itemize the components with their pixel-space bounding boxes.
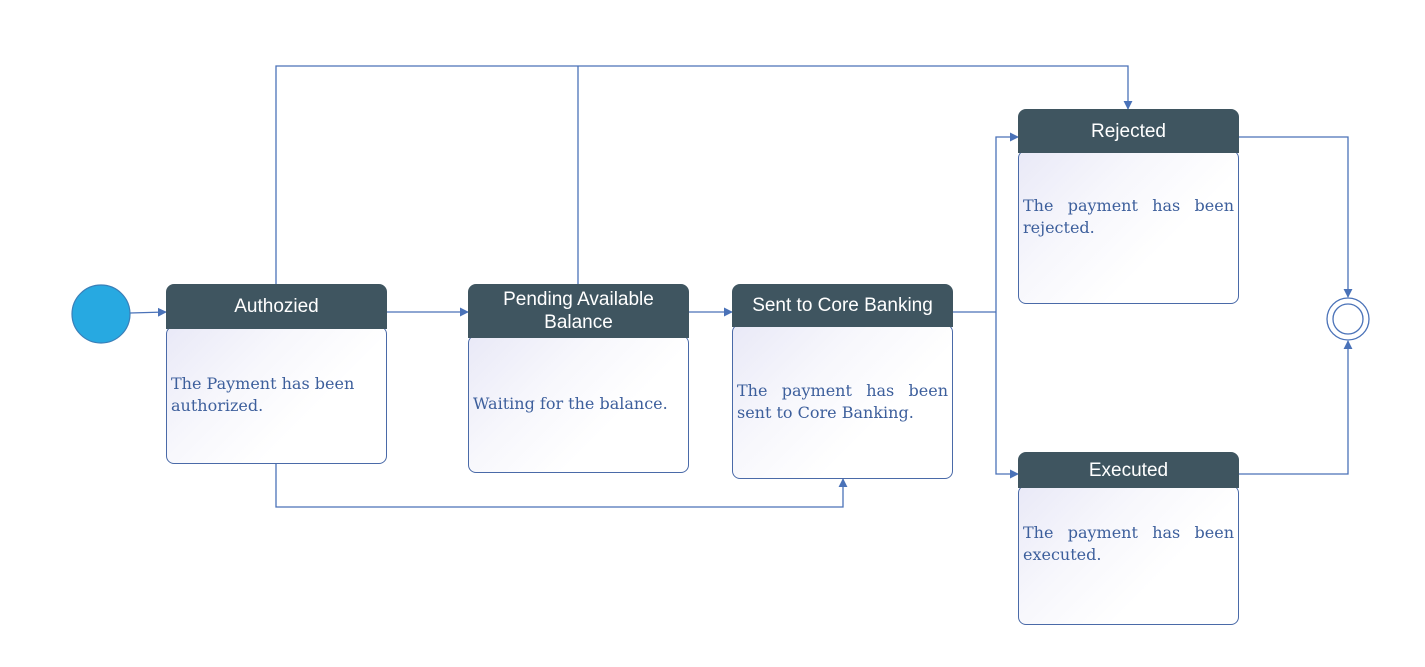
state-executed[interactable]: The payment has been executed. Executed — [1018, 452, 1239, 625]
state-pending-body: Waiting for the balance. — [468, 335, 689, 473]
transition-core-banking-to-rejected — [995, 132, 1019, 312]
transition-rejected-to-final — [1238, 136, 1353, 298]
state-executed-body: The payment has been executed. — [1018, 485, 1239, 625]
state-authorized[interactable]: The Payment has been authorized. Authozi… — [166, 284, 387, 464]
state-executed-header: Executed — [1018, 452, 1239, 488]
state-authorized-title: Authozied — [234, 296, 319, 317]
state-authorized-body: The Payment has been authorized. — [166, 326, 387, 464]
state-rejected-header: Rejected — [1018, 109, 1239, 153]
state-core-banking-body: The payment has been sent to Core Bankin… — [732, 324, 953, 479]
state-authorized-header: Authozied — [166, 284, 387, 329]
transition-executed-to-final — [1238, 340, 1353, 475]
transition-authorized-to-rejected — [275, 65, 1133, 284]
state-rejected[interactable]: The payment has been rejected. Rejected — [1018, 109, 1239, 304]
state-pending-title: Pending Available Balance — [503, 289, 654, 333]
state-executed-description: The payment has been executed. — [1023, 522, 1234, 564]
state-pending-header: Pending Available Balance — [468, 284, 689, 338]
state-rejected-title: Rejected — [1091, 120, 1166, 142]
final-node — [1326, 297, 1370, 341]
transition-authorized-to-core-banking — [275, 463, 848, 508]
state-rejected-body: The payment has been rejected. — [1018, 150, 1239, 304]
state-core-banking[interactable]: The payment has been sent to Core Bankin… — [732, 284, 953, 479]
state-pending-description: Waiting for the balance. — [473, 394, 668, 413]
state-executed-title: Executed — [1088, 459, 1169, 481]
state-authorized-description: The Payment has been authorized. — [171, 374, 355, 415]
state-pending[interactable]: Waiting for the balance. Pending Availab… — [468, 284, 689, 473]
state-rejected-description: The payment has been rejected. — [1023, 195, 1234, 237]
initial-node — [71, 284, 131, 344]
transition-initial-to-authorized — [129, 307, 167, 317]
state-core-banking-header: Sent to Core Banking — [732, 284, 953, 327]
state-core-banking-description: The payment has been sent to Core Bankin… — [737, 380, 948, 422]
state-core-banking-title: Sent to Core Banking — [752, 295, 933, 316]
transition-core-banking-to-executed — [995, 312, 1019, 479]
